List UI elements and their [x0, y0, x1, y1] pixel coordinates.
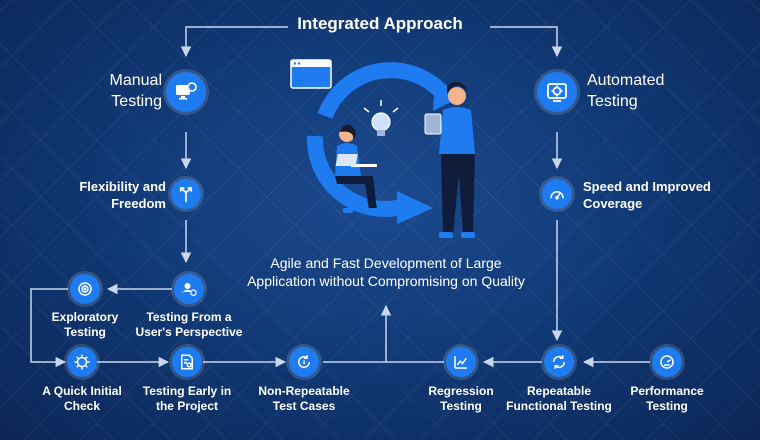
exploratory-testing-label: Exploratory Testing: [52, 310, 119, 340]
target-search-icon: [78, 282, 92, 296]
user-gear-icon: [182, 283, 197, 296]
performance-gauge-icon: [660, 355, 674, 369]
performance-testing-label: Performance Testing: [630, 384, 703, 414]
automated-testing-label: Automated Testing: [587, 70, 687, 112]
document-settings-icon: [181, 354, 193, 370]
nonrepeat-line2: Test Cases: [272, 399, 336, 413]
agile-description: Agile and Fast Development of Large Appl…: [247, 254, 664, 290]
regression-line1: Regression: [428, 384, 494, 398]
lightbulb-icon: [363, 100, 399, 136]
browser-window-icon: [290, 59, 332, 89]
repeatable-testing-label: Repeatable Functional Testing: [506, 384, 612, 414]
flexibility-node: [171, 179, 201, 209]
speed-label-line2: Coverage: [583, 196, 643, 211]
quick-check-label: A Quick Initial Check: [42, 384, 122, 414]
regression-testing-node: [446, 347, 476, 377]
diagram-title: Integrated Approach: [297, 14, 463, 33]
performance-line2: Testing: [646, 399, 688, 413]
arrow-nonrepeat-to-agile: [323, 304, 392, 363]
speed-label-line1: Speed and Improved: [583, 179, 711, 194]
exploratory-line1: Exploratory: [51, 310, 119, 324]
automated-testing-node: [537, 72, 577, 112]
manual-label-line1: Manual: [109, 72, 162, 89]
team-illustration: [290, 59, 475, 238]
perspective-line2: User's Perspective: [135, 325, 243, 339]
speed-label: Speed and Improved Coverage: [583, 178, 733, 212]
non-repeatable-label: Non-Repeatable Test Cases: [258, 384, 349, 414]
repeatable-testing-node: [544, 347, 574, 377]
regression-testing-label: Regression Testing: [428, 384, 493, 414]
agile-line2: Application without Compromising on Qual…: [247, 273, 525, 289]
quick-check-node: [67, 347, 97, 377]
manual-testing-label: Manual Testing: [70, 70, 162, 112]
flexibility-label-line2: Freedom: [111, 196, 166, 211]
testing-early-label: Testing Early in the Project: [143, 384, 231, 414]
cycle-arrow-icon: [317, 62, 452, 119]
speedometer-icon: [550, 191, 564, 200]
speed-node: [542, 179, 572, 209]
user-perspective-label: Testing From a User's Perspective: [136, 310, 243, 340]
automated-label-line2: Testing: [587, 93, 638, 110]
early-line2: the Project: [155, 399, 218, 413]
woman-figure: [335, 124, 379, 213]
non-repeatable-node: [289, 347, 319, 377]
monitor-gear-icon: [176, 82, 197, 100]
cycle-arrows-icon: [552, 355, 566, 369]
quick-line2: Check: [63, 399, 101, 413]
man-figure: [424, 82, 475, 238]
agile-line1: Agile and Fast Development of Large: [270, 255, 502, 271]
user-perspective-node: [174, 274, 204, 304]
refresh-one-icon: [298, 355, 311, 368]
early-line1: Testing Early in: [142, 384, 232, 398]
arrow-title-to-manual: [180, 26, 288, 58]
repeatable-line1: Repeatable: [526, 384, 592, 398]
directions-arrows-icon: [179, 187, 193, 203]
gear-check-icon: [74, 354, 90, 370]
exploratory-testing-node: [70, 274, 100, 304]
performance-line1: Performance: [630, 384, 704, 398]
flexibility-label: Flexibility and Freedom: [58, 178, 166, 212]
repeatable-line2: Functional Testing: [506, 399, 612, 413]
quick-line1: A Quick Initial: [42, 384, 122, 398]
automation-gear-icon: [547, 83, 567, 102]
chart-trend-icon: [454, 356, 467, 369]
manual-testing-node: [166, 72, 206, 112]
testing-early-node: [172, 347, 202, 377]
performance-testing-node: [652, 347, 682, 377]
exploratory-line2: Testing: [64, 325, 106, 339]
perspective-line1: Testing From a: [146, 310, 232, 324]
nonrepeat-line1: Non-Repeatable: [258, 384, 350, 398]
arrow-exploratory-to-quick: [30, 288, 68, 368]
flexibility-label-line1: Flexibility and: [79, 179, 166, 194]
arrow-title-to-automated: [490, 26, 563, 58]
automated-label-line1: Automated: [587, 72, 665, 89]
regression-line2: Testing: [440, 399, 482, 413]
manual-label-line2: Testing: [111, 93, 162, 110]
